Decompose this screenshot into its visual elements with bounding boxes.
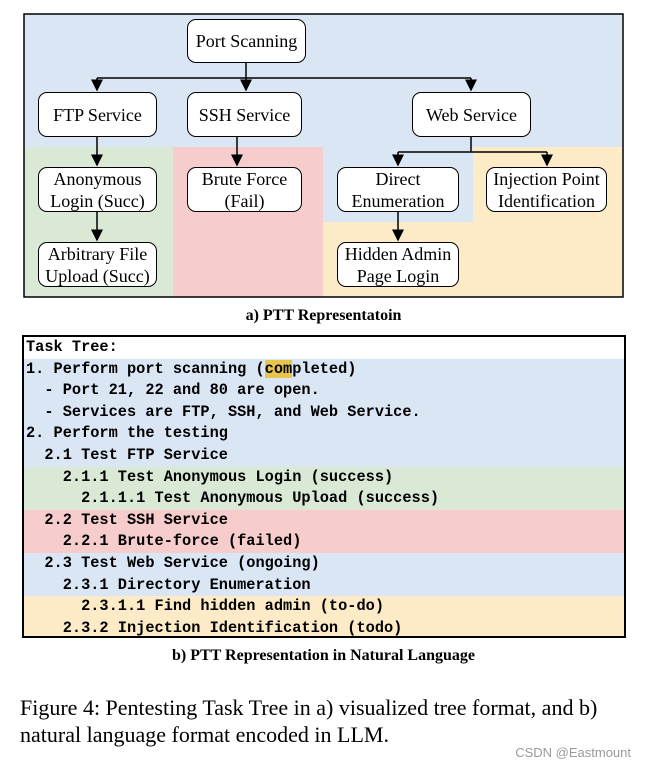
nl-line: 2.3 Test Web Service (ongoing) (24, 552, 624, 575)
nl-line-text-post: pleted) (292, 359, 357, 378)
node-ftp-service: FTP Service (38, 92, 157, 137)
node-injection-point: Injection Point Identification (486, 167, 607, 212)
watermark: CSDN @Eastmount (515, 745, 631, 760)
nl-line: 2.3.1.1 Find hidden admin (to-do) (24, 596, 624, 618)
nl-line: 2.3.2 Injection Identification (todo) (24, 617, 624, 636)
node-web-service: Web Service (412, 92, 531, 137)
figure-caption: Figure 4: Pentesting Task Tree in a) vis… (20, 695, 598, 747)
node-port-scanning: Port Scanning (187, 19, 306, 63)
nl-highlight: com (264, 359, 293, 378)
nl-line: 2.3.1 Directory Enumeration (24, 574, 624, 597)
nl-line: - Port 21, 22 and 80 are open. (24, 380, 624, 402)
nl-line: - Services are FTP, SSH, and Web Service… (24, 401, 624, 424)
nl-line-text-pre: 1. Perform port scanning ( (26, 359, 265, 378)
nl-line: 1. Perform port scanning (completed) (24, 358, 624, 381)
tree-frame (23, 13, 624, 298)
nl-line: 2.1.1.1 Test Anonymous Upload (success) (24, 488, 624, 510)
caption-a: a) PTT Representatoin (245, 307, 402, 324)
node-anonymous-login: Anonymous Login (Succ) (38, 167, 157, 212)
caption-b: b) PTT Representation in Natural Languag… (172, 647, 475, 664)
nl-line: 2.2 Test SSH Service (24, 509, 624, 532)
tree-connectors (91, 63, 553, 242)
nl-line: 2.1.1 Test Anonymous Login (success) (24, 466, 624, 489)
node-direct-enumeration: Direct Enumeration (337, 167, 459, 212)
node-ssh-service: SSH Service (187, 92, 302, 137)
node-brute-force: Brute Force (Fail) (187, 167, 302, 212)
ptt-tree-diagram: Port Scanning FTP Service SSH Service We… (0, 0, 647, 300)
nl-line: Task Tree: (24, 337, 624, 359)
nl-line: 2.1 Test FTP Service (24, 444, 624, 467)
node-hidden-admin: Hidden Admin Page Login (337, 242, 459, 287)
nl-line: 2. Perform the testing (24, 423, 624, 445)
node-arbitrary-upload: Arbitrary File Upload (Succ) (38, 242, 157, 287)
ptt-natural-language-box: Task Tree:1. Perform port scanning (comp… (22, 335, 626, 638)
nl-line: 2.2.1 Brute-force (failed) (24, 531, 624, 553)
